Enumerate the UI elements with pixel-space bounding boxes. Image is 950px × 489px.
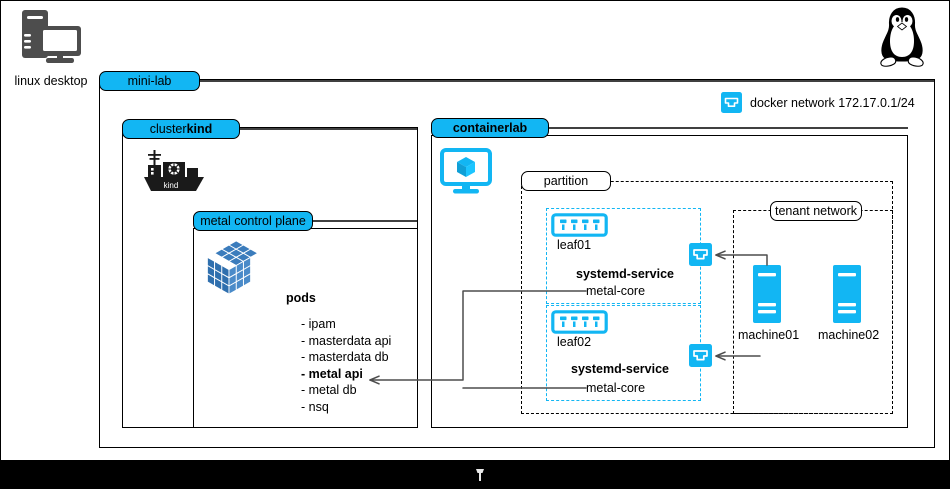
pod-list-item: - nsq: [301, 399, 329, 414]
leaf02-service-name: metal-core: [586, 381, 646, 395]
containerlab-container: [431, 135, 908, 428]
leaf02-ethernet-port-icon: [689, 344, 712, 367]
svg-text:kind: kind: [164, 181, 179, 190]
containerlab-tab-label: containerlab: [452, 121, 528, 135]
leaf01-name: leaf01: [557, 238, 592, 252]
metal-control-plane-tab[interactable]: metal control plane: [193, 211, 313, 231]
pod-list-item: - masterdata db: [301, 350, 389, 364]
cluster-tab-bold: kind: [186, 122, 213, 136]
leaf01-service-title: systemd-service: [576, 267, 674, 281]
leaf02-service-title: systemd-service: [571, 362, 669, 376]
kind-ship-icon: kind: [140, 148, 212, 196]
pods-title: pods: [286, 291, 316, 305]
partition-label: partition: [521, 171, 611, 191]
cluster-kind-tab[interactable]: cluster kind: [122, 119, 240, 139]
leaf01-service-name: metal-core: [586, 284, 646, 298]
pod-list-item: - ipam: [301, 317, 336, 331]
mini-lab-container: [99, 79, 935, 448]
bottom-bar: [0, 461, 950, 489]
machine02-label: machine02: [818, 328, 880, 342]
linux-desktop-icon: [16, 8, 86, 68]
leaf01-network-switch-icon: [551, 213, 608, 237]
leaf02-network-switch-icon: [551, 310, 608, 334]
cursor-glyph-icon: [473, 468, 487, 484]
machine02-server-icon: [833, 265, 861, 323]
kubernetes-cube-icon: [202, 240, 259, 295]
pod-list-item: - metal db: [301, 383, 357, 397]
tux-penguin-icon: [869, 5, 935, 71]
pod-list-item: - masterdata api: [301, 333, 392, 348]
machine01-server-icon: [753, 265, 781, 323]
machine01-label: machine01: [738, 328, 800, 342]
docker-network-label: docker network 172.17.0.1/24: [750, 96, 915, 110]
containerlab-tab[interactable]: containerlab: [431, 118, 549, 138]
pod-list-item: - metal api: [301, 366, 363, 381]
linux-desktop-label: linux desktop: [14, 74, 88, 88]
tenant-network-label: tenant network: [770, 201, 862, 221]
cluster-tab-prefix: cluster: [149, 122, 187, 136]
monitor-cube-icon: [440, 148, 492, 198]
leaf02-name: leaf02: [557, 335, 592, 349]
leaf01-ethernet-port-icon: [689, 243, 712, 266]
mini-lab-tab[interactable]: mini-lab: [99, 71, 200, 91]
pods-list: - ipam - masterdata api - masterdata db - m…: [301, 316, 391, 415]
docker-network-ethernet-icon: [721, 92, 742, 113]
